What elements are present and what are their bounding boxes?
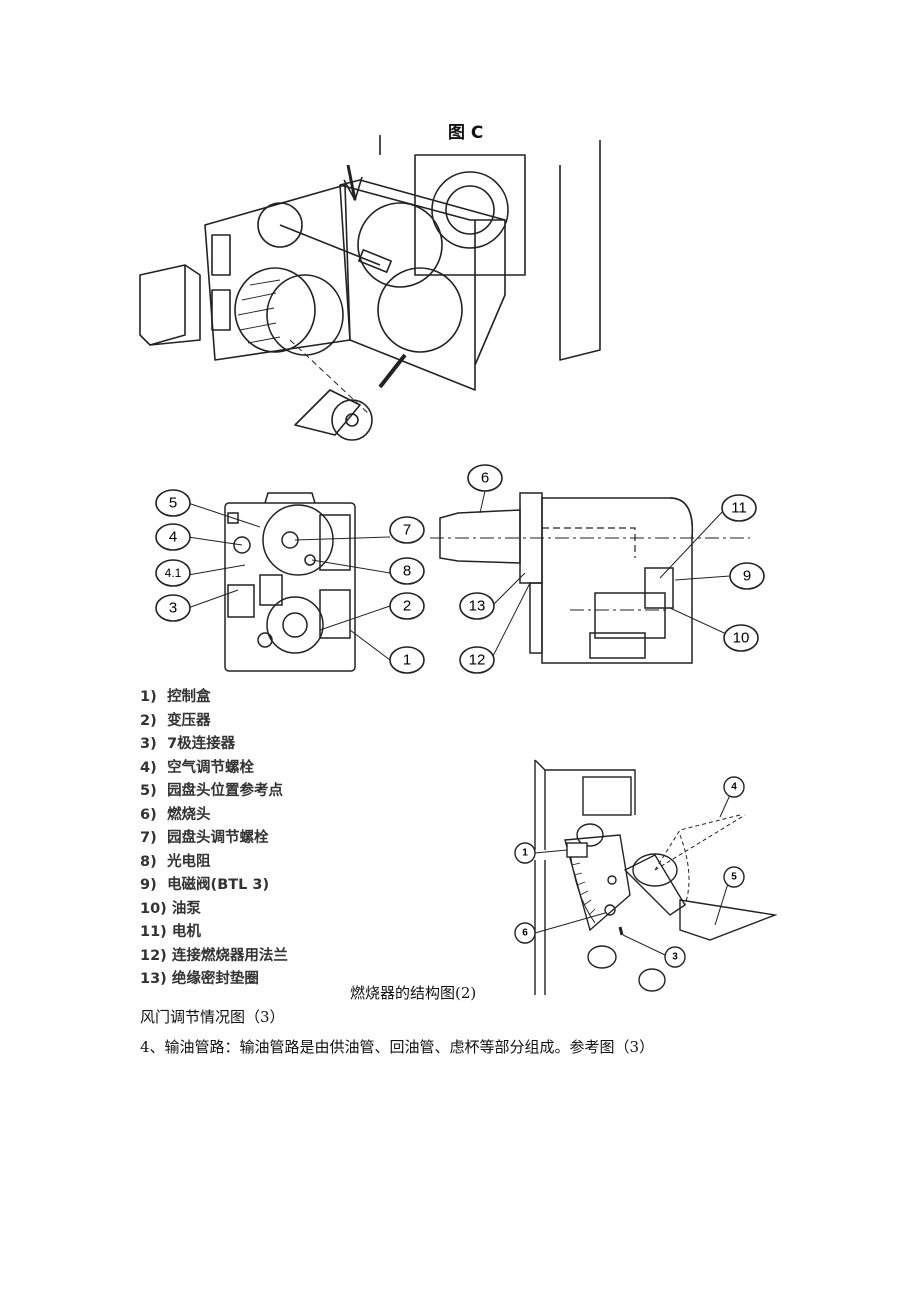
callout-2: 2 [389, 592, 425, 620]
svg-text:4: 4 [731, 782, 737, 793]
legend-item: 4) 空气调节螺栓 [140, 759, 255, 776]
legend-item: 2) 变压器 [140, 712, 211, 729]
svg-text:4.1: 4.1 [165, 566, 182, 580]
svg-text:9: 9 [743, 568, 751, 585]
figure-c-label: 图 C [448, 123, 484, 143]
svg-text:3: 3 [672, 952, 678, 963]
legend-item: 12) 连接燃烧器用法兰 [140, 947, 288, 964]
damper-figure-caption: 风门调节情况图（3） [140, 1008, 285, 1026]
damper-callout-3: 3 [664, 946, 686, 968]
legend-item: 8) 光电阻 [140, 853, 211, 870]
damper-callout-4: 4 [723, 776, 745, 798]
svg-text:1: 1 [522, 848, 528, 859]
svg-text:13: 13 [469, 598, 486, 615]
legend-item: 11) 电机 [140, 924, 201, 940]
svg-text:8: 8 [403, 563, 411, 580]
legend-item: 3) 7极连接器 [140, 736, 236, 752]
callout-4-1: 4.1 [155, 559, 191, 587]
callout-12: 12 [459, 646, 495, 674]
svg-text:1: 1 [403, 652, 411, 669]
legend-item: 13) 绝缘密封垫圈 [140, 971, 259, 987]
callout-7: 7 [389, 516, 425, 544]
svg-text:2: 2 [403, 598, 411, 615]
structure-front-view: 5 4 4.1 3 7 8 2 1 [155, 489, 425, 674]
svg-text:6: 6 [522, 928, 528, 939]
damper-callout-1: 1 [514, 842, 536, 864]
callout-6: 6 [467, 464, 503, 492]
structure-figure-caption: 燃烧器的结构图(2) [350, 984, 477, 1002]
legend-item: 7) 园盘头调节螺栓 [140, 830, 269, 846]
svg-text:5: 5 [731, 872, 737, 883]
callout-5: 5 [155, 489, 191, 517]
svg-text:12: 12 [469, 652, 486, 669]
svg-text:4: 4 [169, 529, 177, 546]
callout-11: 11 [721, 494, 757, 522]
parts-legend: 1) 控制盒 2) 变压器 3) 7极连接器 4) 空气调节螺栓 5) 园盘头位… [140, 686, 288, 992]
legend-item: 10) 油泵 [140, 900, 201, 917]
legend-item: 1) 控制盒 [140, 689, 211, 705]
damper-adjustment-figure: 1 6 4 5 3 [514, 759, 778, 995]
svg-text:3: 3 [169, 600, 177, 617]
callout-10: 10 [723, 624, 759, 652]
damper-callout-5: 5 [723, 866, 745, 888]
legend-item: 6) 燃烧头 [140, 806, 211, 823]
callout-8: 8 [389, 557, 425, 585]
callout-9: 9 [729, 562, 765, 590]
callout-13: 13 [459, 592, 495, 620]
svg-text:10: 10 [733, 630, 750, 647]
callout-1: 1 [389, 646, 425, 674]
svg-text:6: 6 [481, 470, 489, 487]
callout-3: 3 [155, 594, 191, 622]
figure-c-illustration [139, 135, 601, 441]
oil-pipeline-paragraph: 4、输油管路：输油管路是由供油管、回油管、虑杯等部分组成。参考图（3） [140, 1038, 655, 1056]
legend-item: 9) 电磁阀(BTL 3) [140, 877, 270, 893]
svg-text:7: 7 [403, 522, 411, 539]
damper-callout-6: 6 [514, 922, 536, 944]
structure-side-view: 6 13 12 11 9 10 [430, 464, 765, 674]
callout-4: 4 [155, 523, 191, 551]
legend-item: 5) 园盘头位置参考点 [140, 783, 284, 799]
svg-text:5: 5 [169, 495, 177, 512]
svg-text:11: 11 [731, 500, 747, 517]
